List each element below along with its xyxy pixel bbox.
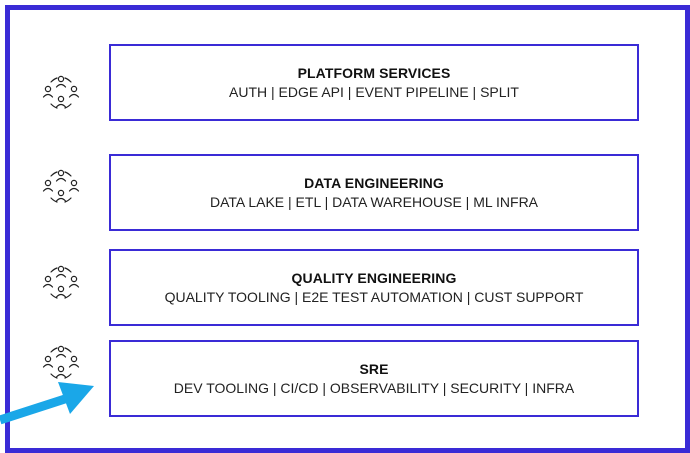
team-items: DATA LAKE | ETL | DATA WAREHOUSE | ML IN… xyxy=(209,194,539,210)
team-items: QUALITY TOOLING | E2E TEST AUTOMATION | … xyxy=(164,289,584,305)
team-box-data-engineering: DATA ENGINEERING DATA LAKE | ETL | DATA … xyxy=(109,154,639,231)
team-cycle-icon xyxy=(42,169,80,203)
team-box-quality-engineering: QUALITY ENGINEERING QUALITY TOOLING | E2… xyxy=(109,249,639,326)
team-items: AUTH | EDGE API | EVENT PIPELINE | SPLIT xyxy=(229,84,519,100)
team-cycle-icon xyxy=(42,265,80,299)
team-title: QUALITY ENGINEERING xyxy=(291,270,457,286)
pointer-arrow-icon xyxy=(0,382,94,425)
team-cycle-icon xyxy=(42,345,80,379)
team-title: SRE xyxy=(359,361,389,377)
team-title: PLATFORM SERVICES xyxy=(297,65,451,81)
team-cycle-icon xyxy=(42,75,80,109)
team-box-sre: SRE DEV TOOLING | CI/CD | OBSERVABILITY … xyxy=(109,340,639,417)
team-box-platform-services: PLATFORM SERVICES AUTH | EDGE API | EVEN… xyxy=(109,44,639,121)
team-title: DATA ENGINEERING xyxy=(304,175,444,191)
team-items: DEV TOOLING | CI/CD | OBSERVABILITY | SE… xyxy=(173,380,575,396)
diagram-frame xyxy=(5,5,690,453)
